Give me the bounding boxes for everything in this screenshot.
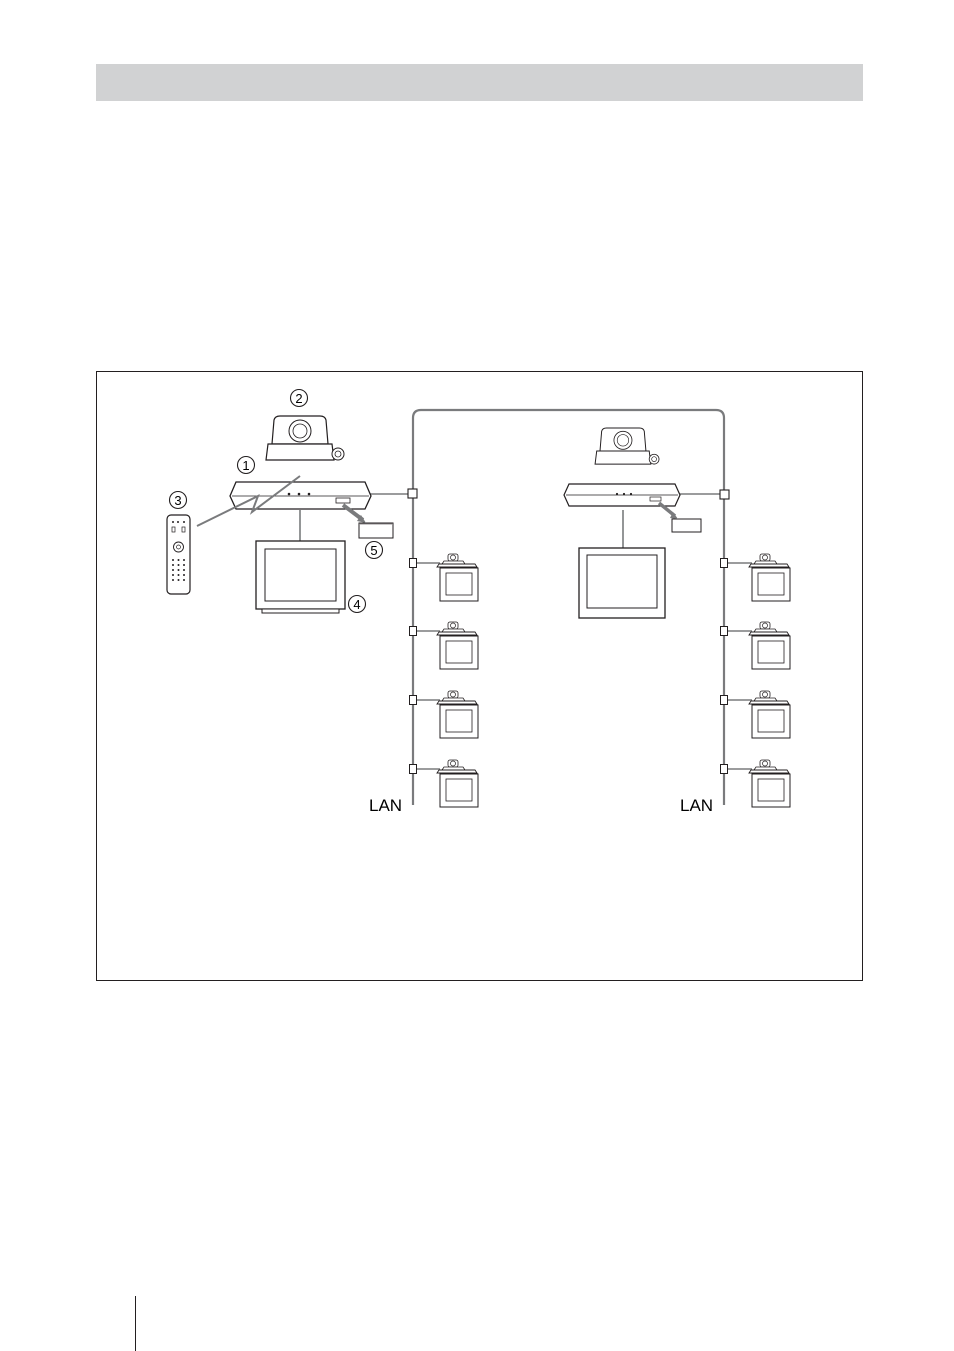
memory-card-icon [343,505,393,538]
lan-terminal-icon [410,765,417,774]
svg-text:1: 1 [242,458,249,473]
monitor-icon [579,548,665,618]
codec-unit-icon [230,482,371,509]
callout-1: 1 [238,457,255,474]
svg-text:3: 3 [174,493,181,508]
callout-3: 3 [170,492,187,509]
monitor-icon [256,541,345,613]
svg-text:2: 2 [295,391,302,406]
lan-cable-main [413,410,724,805]
remote-terminal-icon [437,622,478,669]
remote-terminal-icon [749,554,790,601]
lan-terminal-icon [410,559,417,568]
lan-terminal-icon [721,696,728,705]
camera-icon [595,428,659,464]
lan-terminal-icon [410,696,417,705]
lan-terminal-icon [721,627,728,636]
lan-label-right: LAN [680,796,713,815]
callout-4: 4 [349,596,366,613]
remote-control-icon [167,515,190,594]
camera-icon [266,416,344,460]
remote-terminal-icon [437,554,478,601]
remote-terminal-icon [749,691,790,738]
svg-text:5: 5 [370,543,377,558]
lan-terminal-icon [410,627,417,636]
remote-terminal-icon [749,622,790,669]
lan-terminal-icon [408,489,417,498]
lan-terminal-icon [721,765,728,774]
remote-terminal-icon [437,691,478,738]
memory-card-icon [659,503,701,532]
lan-terminal-icon [720,490,729,499]
remote-terminal-icon [437,760,478,807]
lan-label-left: LAN [369,796,402,815]
lan-terminal-icon [721,559,728,568]
codec-unit-icon [564,484,680,506]
callout-2: 2 [291,390,308,407]
svg-text:4: 4 [353,597,360,612]
callout-5: 5 [366,542,383,559]
remote-terminal-icon [749,760,790,807]
